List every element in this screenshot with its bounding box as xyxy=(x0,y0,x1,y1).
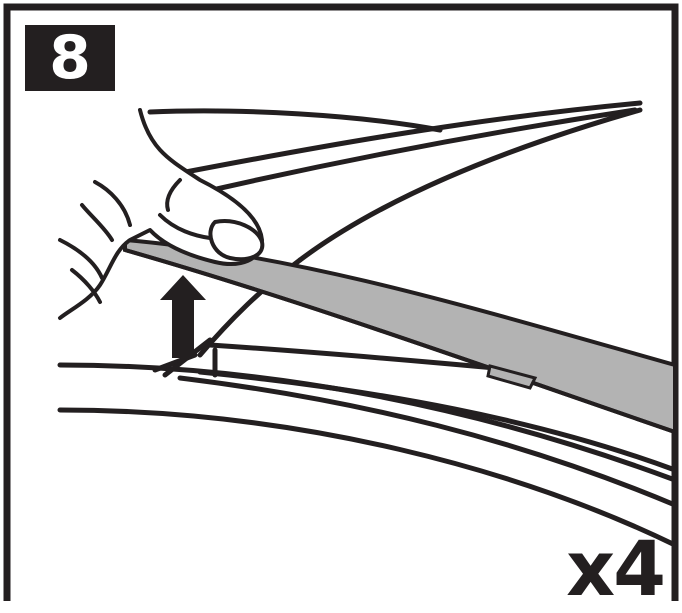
quantity-label: x4 xyxy=(566,524,666,613)
rubber-strip xyxy=(123,237,677,435)
hand-drawing xyxy=(58,108,265,320)
step-number-badge: 8 xyxy=(25,25,115,91)
frame-border xyxy=(3,3,679,601)
up-arrow-icon xyxy=(160,275,206,358)
